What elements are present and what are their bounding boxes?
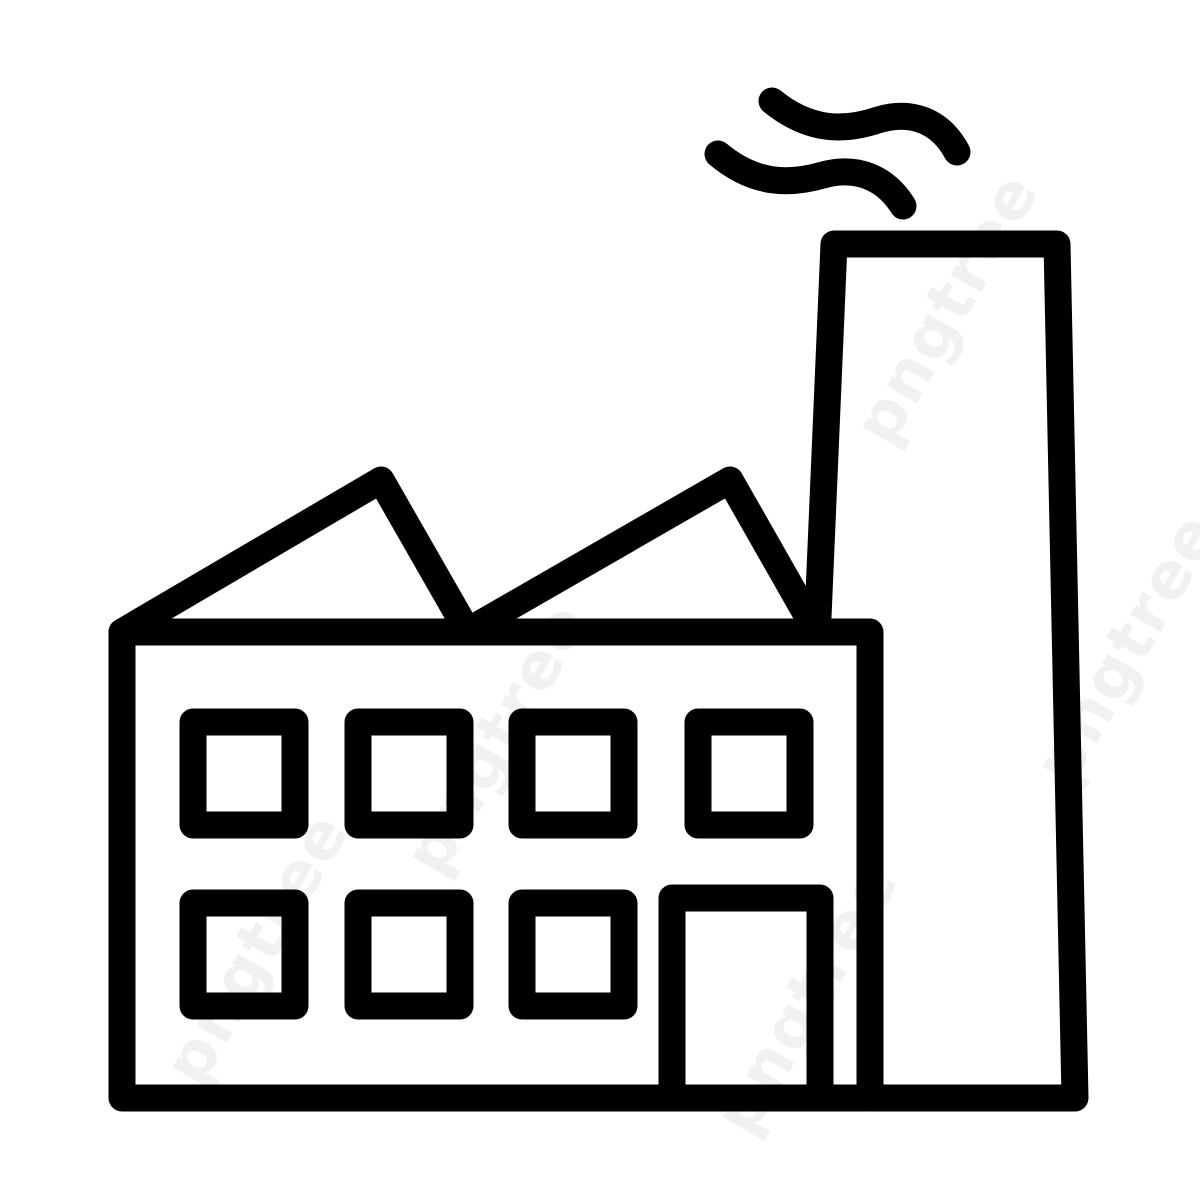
window (344, 889, 474, 1020)
door (658, 884, 834, 1112)
window (508, 708, 638, 839)
smoke-upper-icon (758, 87, 971, 166)
window (684, 708, 814, 839)
window (508, 889, 638, 1020)
window (344, 708, 474, 839)
building-body (108, 618, 884, 1112)
roof-left (108, 466, 482, 646)
roof-right (452, 466, 822, 646)
factory-outline (108, 87, 1089, 1112)
window (179, 889, 309, 1020)
smoke-lower-icon (704, 140, 917, 220)
chimney (804, 230, 1089, 1112)
window (179, 708, 309, 839)
